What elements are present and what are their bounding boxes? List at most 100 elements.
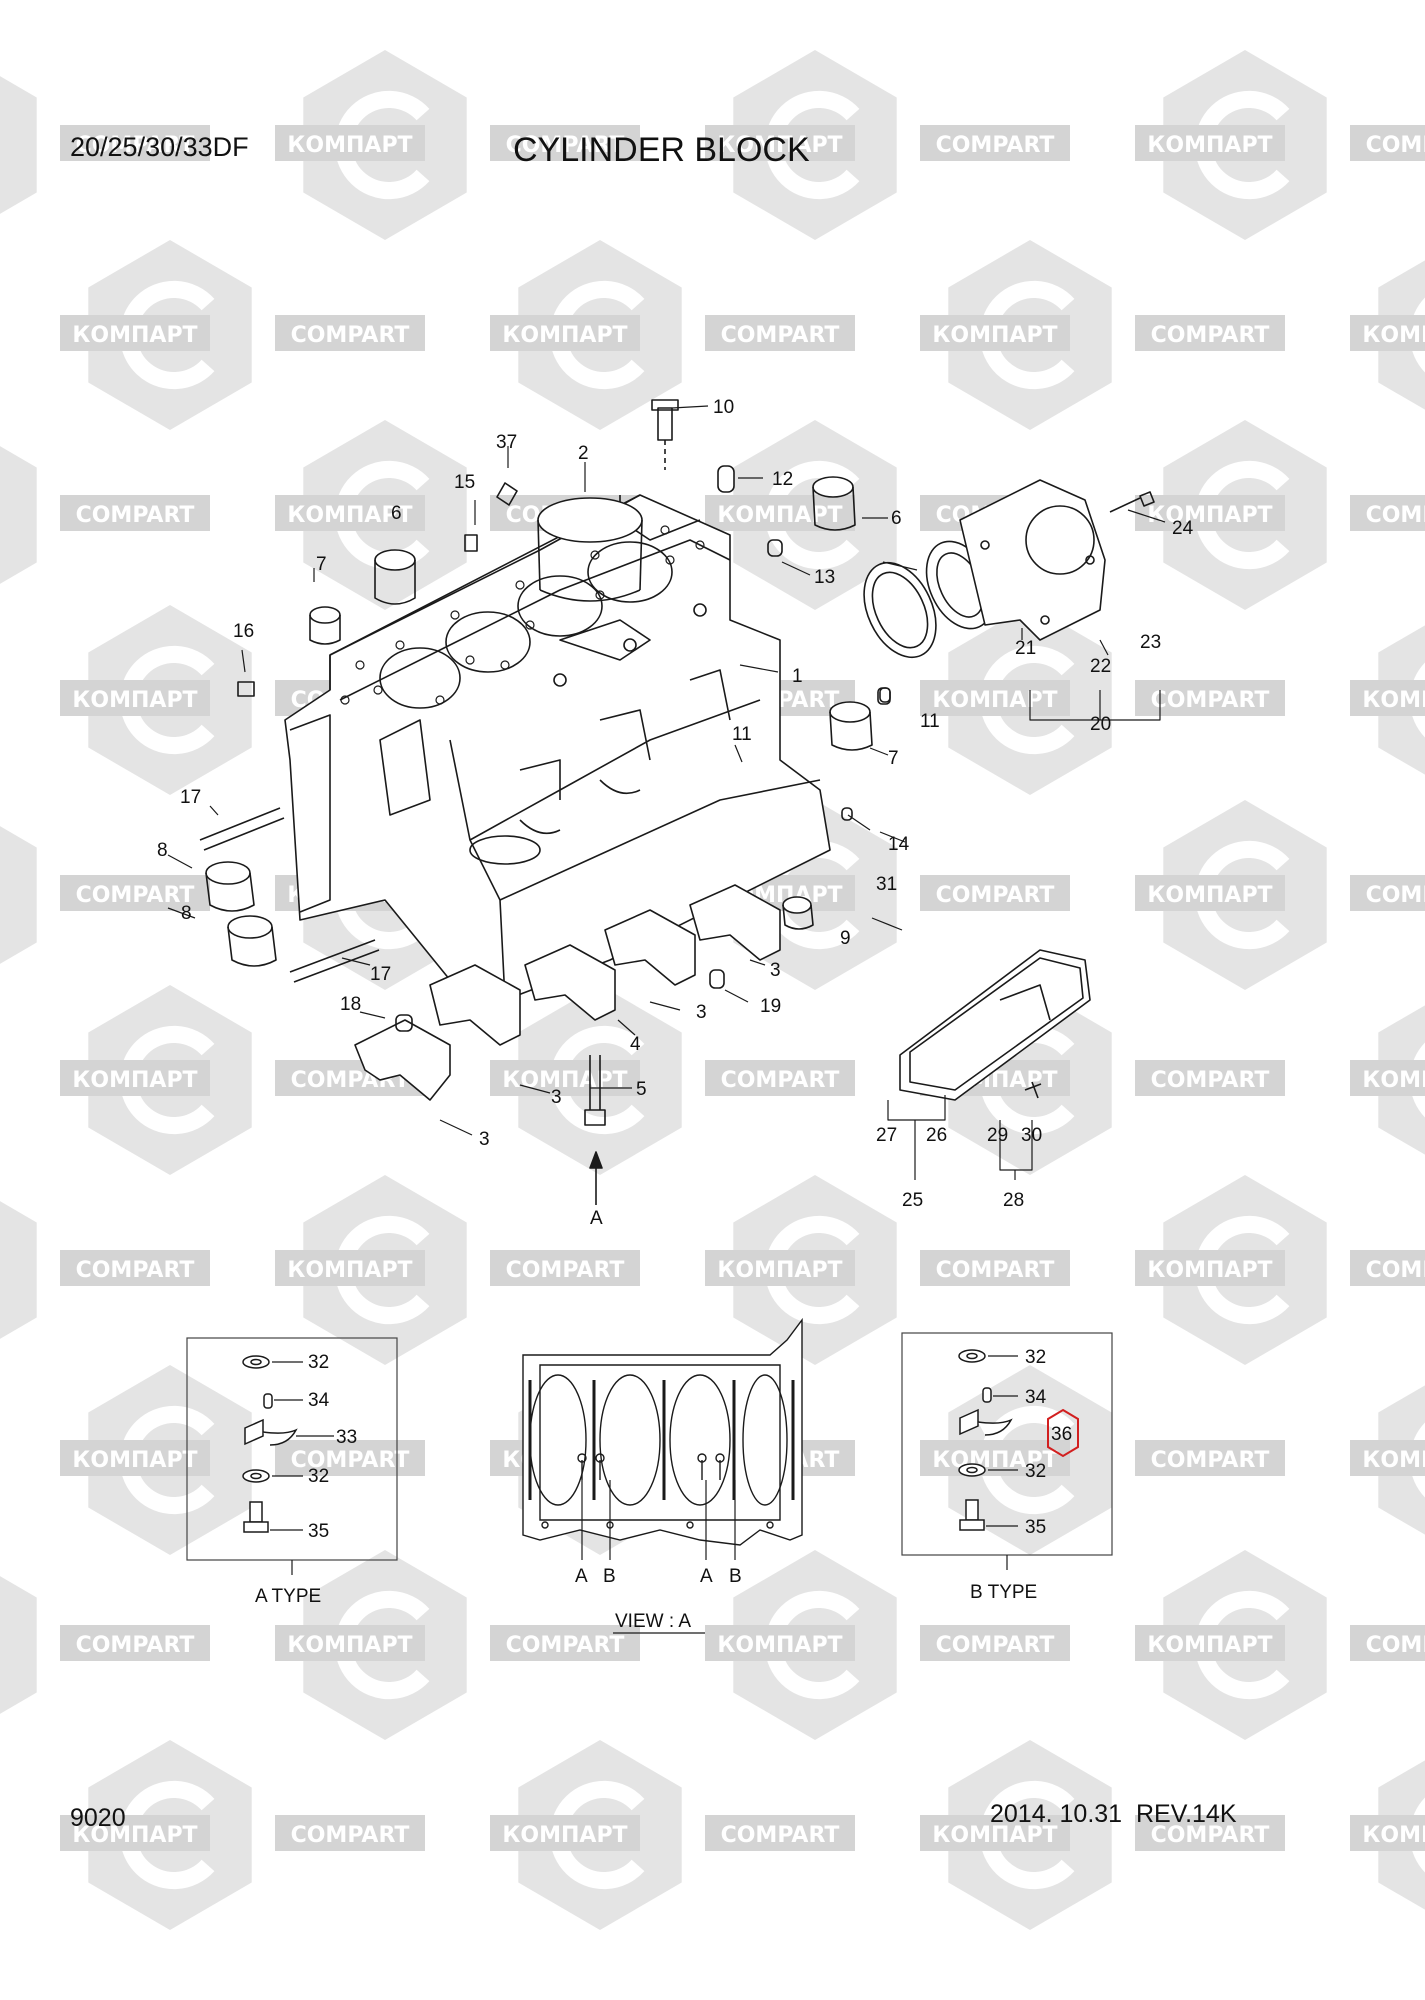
watermark-band xyxy=(1135,1815,1285,1851)
callout-18: 18 xyxy=(340,994,361,1015)
watermark-text: КОМПАРТ xyxy=(932,323,1057,348)
watermark-band xyxy=(705,1250,855,1286)
plugs-and-cups-drawing xyxy=(205,465,891,1032)
watermark-logo xyxy=(0,1550,37,1740)
callout-28: 28 xyxy=(1003,1190,1024,1211)
watermark-band xyxy=(60,125,210,161)
watermark-band xyxy=(1350,1440,1425,1476)
a-callout-34: 34 xyxy=(308,1390,330,1411)
b-callout-35: 35 xyxy=(1025,1517,1046,1538)
watermark-band xyxy=(275,1815,425,1851)
watermark-band xyxy=(1350,315,1425,351)
watermark-band xyxy=(705,495,855,531)
a-callout-32-bottom: 32 xyxy=(308,1466,329,1487)
callout-6-left: 6 xyxy=(391,503,402,524)
watermark-band xyxy=(1350,680,1425,716)
watermark-band xyxy=(920,1625,1070,1661)
callout-14: 14 xyxy=(888,834,910,855)
watermark-logo xyxy=(0,1175,37,1365)
watermark-band xyxy=(705,1815,855,1851)
watermark-band xyxy=(1135,1060,1285,1096)
watermark-text: COMPART xyxy=(1366,883,1425,908)
callout-7-right: 7 xyxy=(888,748,899,769)
watermark-band xyxy=(1350,1250,1425,1286)
watermark-text: COMPART xyxy=(721,1068,840,1093)
callout-29: 29 xyxy=(987,1125,1008,1146)
callout-5: 5 xyxy=(636,1079,647,1100)
callout-3-a: 3 xyxy=(770,960,781,981)
view-a-label: VIEW : A xyxy=(615,1611,691,1632)
watermark-band xyxy=(1350,1625,1425,1661)
callout-30: 30 xyxy=(1021,1125,1042,1146)
watermark-text: КОМПАРТ xyxy=(287,503,412,528)
watermark-band xyxy=(490,315,640,351)
b-type-detail: 32 34 36 32 35 B TYPE xyxy=(901,1332,1113,1603)
callout-16: 16 xyxy=(233,621,254,642)
watermark-band xyxy=(60,495,210,531)
callout-21: 21 xyxy=(1015,638,1036,659)
a-callout-35: 35 xyxy=(308,1521,329,1542)
watermark-text: КОМПАРТ xyxy=(1362,323,1425,348)
callout-11-upper: 11 xyxy=(920,711,940,732)
callout-25: 25 xyxy=(902,1190,923,1211)
callout-20: 20 xyxy=(1090,714,1111,735)
watermark-text: COMPART xyxy=(291,1448,410,1473)
watermark-text: COMPART xyxy=(936,1633,1055,1658)
watermark-text: COMPART xyxy=(936,133,1055,158)
callout-8-lower: 8 xyxy=(181,903,192,924)
watermark-layer: КОМПАРТ COMPART КОМПАРТ COMPART КОМПАРТ COMPA… xyxy=(0,50,1425,1930)
watermark-text: КОМПАРТ xyxy=(717,133,842,158)
watermark-band xyxy=(275,495,425,531)
watermark-text: КОМПАРТ xyxy=(502,1068,627,1093)
watermark-band xyxy=(705,1060,855,1096)
a-callout-33: 33 xyxy=(336,1427,357,1448)
watermark-text: COMPART xyxy=(1366,133,1425,158)
watermark-band xyxy=(60,680,210,716)
studs-and-bolts-drawing xyxy=(199,399,1155,1126)
watermark-text: КОМПАРТ xyxy=(72,688,197,713)
callout-19: 19 xyxy=(760,996,781,1017)
watermark-text: КОМПАРТ xyxy=(287,1633,412,1658)
watermark-band xyxy=(920,315,1070,351)
watermark-text: КОМПАРТ xyxy=(72,1068,197,1093)
watermark-band xyxy=(705,315,855,351)
watermark-band xyxy=(60,315,210,351)
watermark-text: COMPART xyxy=(1151,1823,1270,1848)
watermark-text: COMPART xyxy=(1366,1258,1425,1283)
watermark-band xyxy=(1350,125,1425,161)
callout-23: 23 xyxy=(1140,632,1161,653)
watermark-band xyxy=(490,1815,640,1851)
watermark-text: COMPART xyxy=(506,133,625,158)
callout-22: 22 xyxy=(1090,656,1111,677)
watermark-band xyxy=(920,1250,1070,1286)
direction-label-a: A xyxy=(590,1208,603,1229)
callout-10: 10 xyxy=(713,397,734,418)
revision-date: 2014. 10.31 REV.14K xyxy=(990,1800,1237,1828)
highlight-hexagon xyxy=(1047,1408,1079,1458)
callout-3-c: 3 xyxy=(551,1087,562,1108)
callout-3-b: 3 xyxy=(696,1002,707,1023)
view-a-mark-b2: B xyxy=(729,1566,742,1587)
callout-17-upper: 17 xyxy=(180,787,201,808)
watermark-logo xyxy=(0,420,37,610)
leader-lines xyxy=(167,405,1166,1180)
watermark-text: КОМПАРТ xyxy=(72,1448,197,1473)
watermark-band xyxy=(490,1625,640,1661)
callout-12: 12 xyxy=(772,469,793,490)
oil-pan-gasket-drawing xyxy=(899,949,1091,1101)
watermark-text: КОМПАРТ xyxy=(1147,883,1272,908)
b-callout-34: 34 xyxy=(1025,1387,1047,1408)
watermark-text: КОМПАРТ xyxy=(932,1448,1057,1473)
watermark-text: КОМПАРТ xyxy=(502,323,627,348)
watermark-text: КОМПАРТ xyxy=(1362,1823,1425,1848)
watermark-band xyxy=(1135,495,1285,531)
callout-27: 27 xyxy=(876,1125,897,1146)
callout-4: 4 xyxy=(630,1034,641,1055)
callout-2: 2 xyxy=(578,443,589,464)
watermark-text: КОМПАРТ xyxy=(287,1258,412,1283)
watermark-text: COMPART xyxy=(76,503,195,528)
watermark-text: COMPART xyxy=(76,133,195,158)
main-callouts: 10 37 2 12 15 6 6 24 7 13 16 1 21 22 23 … xyxy=(157,397,1194,1229)
watermark-band xyxy=(275,1440,425,1476)
watermark-band xyxy=(920,680,1070,716)
